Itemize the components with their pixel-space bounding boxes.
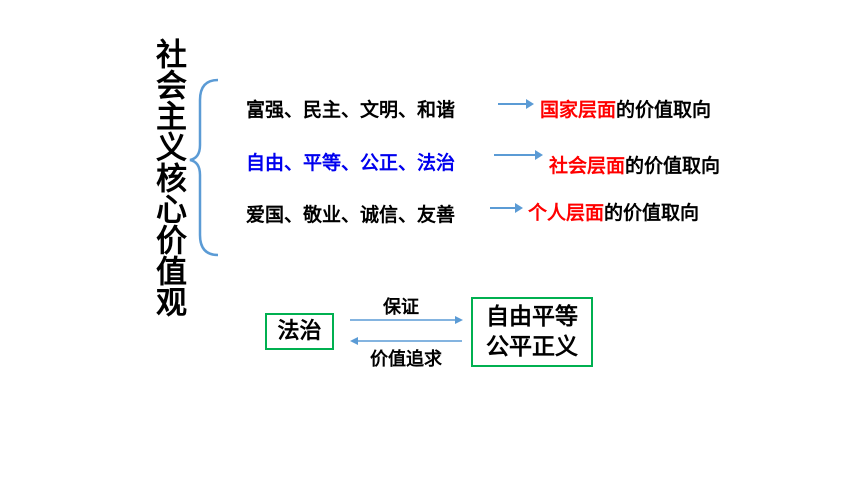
right-box-line-2: 公平正义 — [486, 334, 578, 360]
row-2-orientation: 社会层面的价值取向 — [549, 151, 720, 178]
row-arrow-2 — [494, 150, 543, 160]
guarantee-label: 保证 — [383, 297, 419, 318]
row-3-level: 个人层面 — [528, 202, 605, 224]
freedom-equality-box: 自由平等 公平正义 — [471, 297, 593, 367]
row-1-level: 国家层面 — [540, 99, 617, 121]
row-3-suffix: 的价值取向 — [604, 202, 700, 224]
value-pursuit-label: 价值追求 — [370, 349, 442, 370]
row-1-orientation: 国家层面的价值取向 — [540, 95, 711, 122]
arrow-right — [350, 316, 463, 324]
row-arrow-3 — [490, 203, 523, 213]
right-box-line-1: 自由平等 — [486, 304, 578, 330]
row-1-suffix: 的价值取向 — [616, 99, 712, 121]
row-arrow-1 — [498, 99, 534, 109]
row-3-values: 爱国、敬业、诚信、友善 — [246, 204, 456, 226]
curly-brace — [189, 78, 219, 257]
row-2-level: 社会层面 — [549, 155, 626, 177]
row-2-values: 自由、平等、公正、法治 — [246, 152, 456, 174]
row-2-suffix: 的价值取向 — [625, 155, 721, 177]
row-1-values: 富强、民主、文明、和谐 — [246, 99, 456, 121]
vertical-title: 社会主义核心价值观 — [150, 38, 186, 317]
rule-of-law-box: 法治 — [265, 313, 334, 350]
row-3-orientation: 个人层面的价值取向 — [528, 198, 699, 225]
arrow-left — [350, 337, 462, 345]
